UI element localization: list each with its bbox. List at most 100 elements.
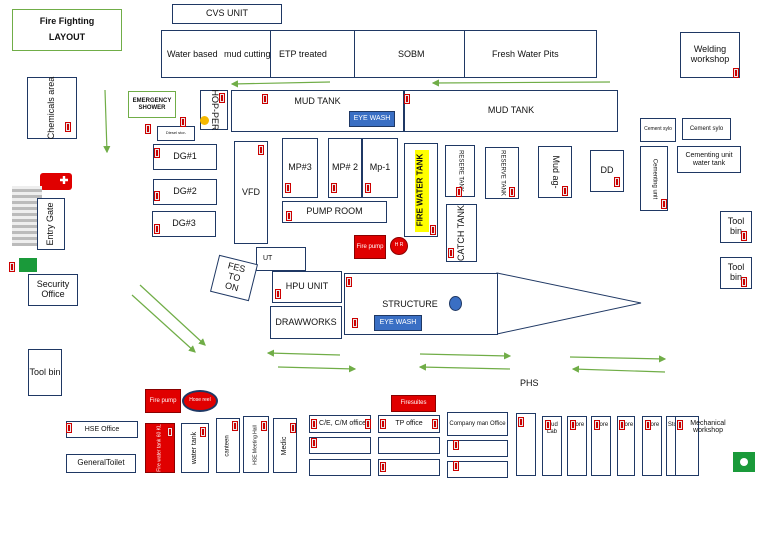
reserve-tank-2-label: RESERVE TANK	[499, 150, 506, 196]
fire-water-tank-label: FIRE WATER TANK	[415, 153, 425, 227]
fire-truck-icon	[40, 173, 72, 190]
fire-extinguisher-icon	[311, 438, 317, 448]
cement-sylo-1: Cement sylo	[640, 118, 676, 142]
hse-office: HSE Office	[66, 421, 138, 438]
fire-extinguisher-icon	[290, 423, 296, 433]
fire-extinguisher-icon	[286, 211, 292, 221]
store-1: Store	[567, 416, 587, 476]
hse-meeting-hall-label: HSE Meeting Hall	[252, 424, 259, 465]
blue-marker-icon	[449, 296, 462, 311]
fire-extinguisher-icon	[311, 419, 317, 429]
mud-lab: Mud Lab	[542, 416, 562, 476]
fire-extinguisher-icon	[167, 427, 173, 437]
fire-extinguisher-icon	[661, 199, 667, 209]
fire-extinguisher-icon	[562, 186, 568, 196]
fire-extinguisher-icon	[741, 231, 747, 241]
fire-extinguisher-icon	[365, 183, 371, 193]
tool-bin-2: Tool bin	[720, 257, 752, 289]
store-2: Store	[591, 416, 611, 476]
chemicals-label: Chemicals area	[46, 76, 57, 140]
fire-extinguisher-icon	[154, 224, 160, 234]
entry-gate: Entry Gate	[37, 198, 65, 250]
fire-extinguisher-icon	[380, 462, 386, 472]
fire-extinguisher-icon	[331, 183, 337, 193]
office-block-3	[309, 459, 371, 476]
fire-extinguisher-icon	[275, 289, 281, 299]
drawworks: DRAWWORKS	[270, 306, 342, 339]
fire-extinguisher-icon	[65, 122, 71, 132]
fire-extinguisher-icon	[352, 318, 358, 328]
office-block-5	[378, 437, 440, 454]
security-office: Security Office	[28, 274, 78, 306]
fire-water-tank-60kl-label: Fire water tank 60 KL	[156, 424, 163, 472]
company-man-office: Company man Office	[447, 412, 508, 436]
hopper-label: HOP-PER	[209, 89, 220, 131]
catch-tank-label: CATCH TANK	[455, 204, 466, 262]
cementing-unit: Cementing unit	[640, 146, 668, 211]
fire-extinguisher-icon	[677, 420, 683, 430]
fire-extinguisher-icon	[200, 427, 206, 437]
fire-extinguisher-icon	[219, 93, 225, 103]
diesel-store: Diesel stor-	[157, 126, 195, 141]
pump-room: PUMP ROOM	[282, 201, 387, 223]
tp-office: TP office	[378, 415, 440, 433]
mud-cutting-label: mud cutting	[224, 49, 271, 59]
fire-extinguisher-icon	[9, 262, 15, 272]
mp-2: MP# 2	[328, 138, 362, 198]
fire-extinguisher-icon	[545, 420, 551, 430]
fire-extinguisher-icon	[645, 420, 651, 430]
welding-workshop: Welding workshop	[680, 32, 740, 78]
office-block-8	[447, 440, 508, 457]
store-3: Store	[617, 416, 635, 476]
on-label: ON	[224, 280, 240, 294]
fire-extinguisher-icon	[594, 420, 600, 430]
fire-extinguisher-icon	[261, 421, 267, 431]
fire-extinguisher-icon	[430, 225, 436, 235]
store-4: Store	[642, 416, 662, 476]
fire-extinguisher-icon	[453, 461, 459, 471]
dg-3: DG#3	[152, 211, 216, 237]
fire-extinguisher-icon	[518, 417, 524, 427]
title-line1: Fire Fighting	[39, 16, 95, 27]
assembly-point-icon-2	[733, 452, 755, 472]
fire-extinguisher-icon	[145, 124, 151, 134]
fire-extinguisher-icon	[66, 423, 72, 433]
fire-extinguisher-icon	[285, 183, 291, 193]
title-line2: LAYOUT	[48, 32, 86, 42]
fire-extinguisher-icon	[365, 419, 371, 429]
eye-wash-1: EYE WASH	[349, 111, 395, 127]
cabin-1	[516, 413, 536, 476]
mechanical-workshop-label: Mechanical workshop	[690, 420, 726, 434]
alarm-icon	[200, 116, 209, 125]
fire-extinguisher-icon	[380, 419, 386, 429]
fire-extinguisher-icon	[509, 187, 515, 197]
phs-label: PHS	[520, 378, 539, 388]
pits-row: Water based mud cutting ETP treated SOBM…	[161, 30, 597, 78]
fire-extinguisher-icon	[346, 277, 352, 287]
mud-tank-1-label: MUD TANK	[294, 96, 341, 106]
water-tank-label: water tank	[191, 431, 199, 465]
hose-reel-2: Hose reel	[182, 390, 218, 412]
hose-reel-1: H R	[390, 237, 408, 255]
fire-extinguisher-icon	[453, 440, 459, 450]
water-based-label: Water based	[167, 49, 218, 59]
layout-title: Fire Fighting LAYOUT	[12, 9, 122, 51]
fire-extinguisher-icon	[262, 94, 268, 104]
fire-extinguisher-icon	[619, 420, 625, 430]
medic-label: Medic	[281, 436, 289, 455]
canteen-label: canteen	[224, 434, 231, 457]
fire-extinguisher-icon	[154, 191, 160, 201]
mud-agitator-label: Mud ag-	[550, 155, 561, 189]
hpu-unit: HPU UNIT	[272, 271, 342, 303]
dg-1: DG#1	[153, 144, 217, 170]
office-block-6	[378, 459, 440, 476]
fire-extinguisher-icon	[232, 421, 238, 431]
tool-bin-3: Tool bin	[28, 349, 62, 396]
dg-2: DG#2	[153, 179, 217, 205]
office-block-9	[447, 461, 508, 478]
cement-sylo-2: Cement sylo	[682, 118, 731, 140]
firesuites: Firesuites	[391, 395, 436, 412]
fire-extinguisher-icon	[614, 177, 620, 187]
general-toilet: GeneralToilet	[66, 454, 136, 473]
fire-water-tank: FIRE WATER TANK	[404, 143, 438, 237]
